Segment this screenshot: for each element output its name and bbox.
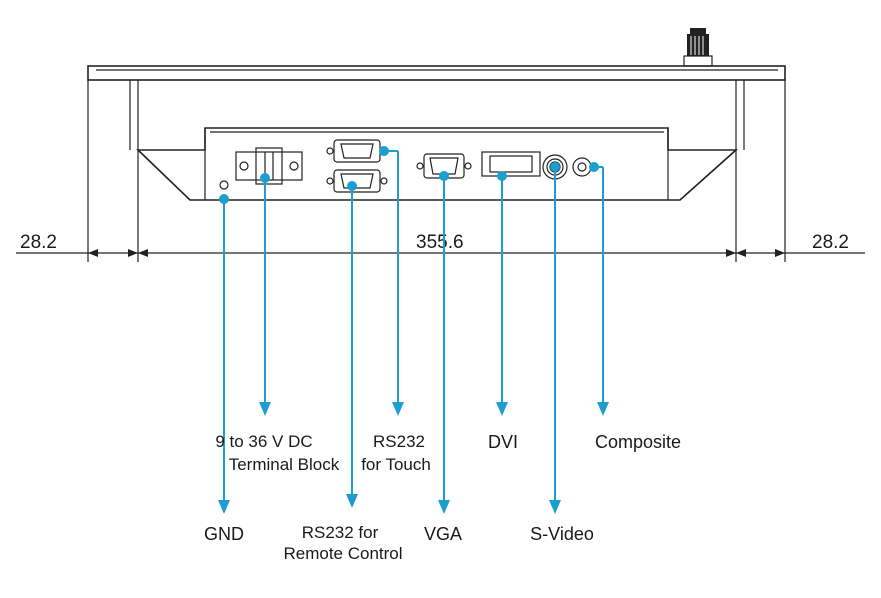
label-rs232-touch-line1: RS232 [373, 432, 425, 451]
callout-dvi [496, 171, 508, 416]
dvi-port-icon [481, 151, 541, 177]
label-gnd: GND [204, 524, 244, 544]
dimension-lines [16, 80, 865, 262]
rs232-touch-port-icon [326, 139, 388, 163]
composite-port-icon [572, 157, 592, 177]
rs232-remote-port-icon [326, 169, 388, 193]
label-power-line1: 9 to 36 V DC [215, 432, 312, 451]
callout-gnd [218, 194, 230, 514]
dimension-left: 28.2 [20, 232, 57, 253]
device-top-panel [87, 65, 786, 150]
label-rs232-remote-line2: Remote Control [283, 544, 402, 563]
label-rs232-remote-line1: RS232 for [302, 523, 379, 542]
dimension-right: 28.2 [812, 232, 849, 253]
callout-vga [438, 171, 450, 514]
label-power-line2: Terminal Block [229, 455, 340, 474]
label-composite: Composite [595, 432, 681, 452]
callout-power [259, 173, 271, 416]
label-svideo: S-Video [530, 524, 594, 544]
label-dvi: DVI [488, 432, 518, 452]
rear-enclosure [136, 127, 739, 201]
callout-rs232-remote [346, 181, 358, 508]
callout-composite [589, 162, 609, 416]
callout-svideo [549, 162, 561, 514]
gnd-screw-icon [219, 180, 229, 190]
callout-rs232-touch [379, 146, 404, 416]
label-rs232-touch-line2: for Touch [361, 455, 431, 474]
label-vga: VGA [424, 524, 462, 544]
knob-icon [683, 28, 713, 67]
dimension-center: 355.6 [416, 232, 464, 253]
